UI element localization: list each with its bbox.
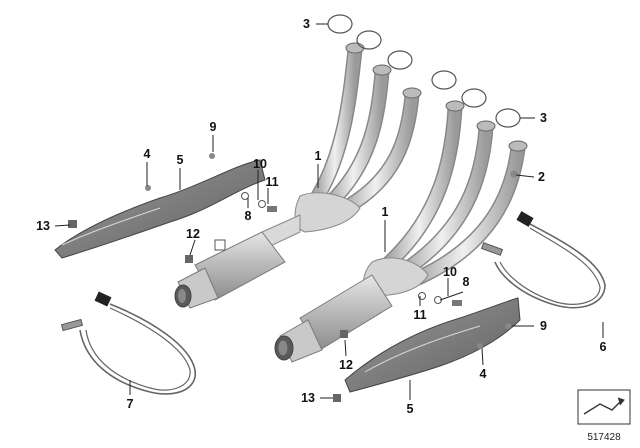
view-direction-icon xyxy=(583,399,623,415)
leader-lines xyxy=(54,23,604,400)
callout-10-front: 10 xyxy=(443,265,457,279)
document-number: 517428 xyxy=(587,432,621,443)
hardware-rear xyxy=(68,153,277,263)
callout-8-rear: 8 xyxy=(245,209,252,223)
callout-13-front: 13 xyxy=(301,391,315,405)
callout-7: 7 xyxy=(127,397,134,411)
callout-4-rear: 4 xyxy=(144,147,151,161)
callout-9-front: 9 xyxy=(540,319,547,333)
callout-1-rear: 1 xyxy=(315,149,322,163)
header-pipe-front xyxy=(363,70,528,297)
callout-1-front: 1 xyxy=(382,205,389,219)
callout-12-front: 12 xyxy=(339,358,353,372)
callout-4-front: 4 xyxy=(480,367,487,381)
heat-shield-rear xyxy=(54,159,266,259)
callout-8-front: 8 xyxy=(463,275,470,289)
callout-2: 2 xyxy=(538,170,545,184)
callout-9-rear: 9 xyxy=(210,120,217,134)
oxygen-sensor-left xyxy=(60,291,196,395)
callout-5-front: 5 xyxy=(407,402,414,416)
callout-12-rear: 12 xyxy=(186,227,200,241)
callout-6: 6 xyxy=(600,340,607,354)
callout-11-rear: 11 xyxy=(265,175,278,189)
callout-10-rear: 10 xyxy=(253,157,267,171)
callout-5-rear: 5 xyxy=(177,153,184,167)
view-symbol-box: 517428 xyxy=(577,389,631,443)
callout-3-right: 3 xyxy=(540,111,547,125)
callout-3-top: 3 xyxy=(303,17,310,31)
header-pipe-rear xyxy=(261,14,422,251)
callout-labels: 3 3 1 1 2 4 4 5 5 6 7 8 8 9 9 10 10 11 1… xyxy=(36,17,606,416)
catalyst-front xyxy=(274,274,393,363)
catalyst-rear xyxy=(174,231,286,309)
oxygen-sensor-right xyxy=(480,211,606,309)
callout-11-front: 11 xyxy=(413,308,426,322)
callout-13-rear: 13 xyxy=(36,219,50,233)
heat-shield-front xyxy=(344,297,521,393)
